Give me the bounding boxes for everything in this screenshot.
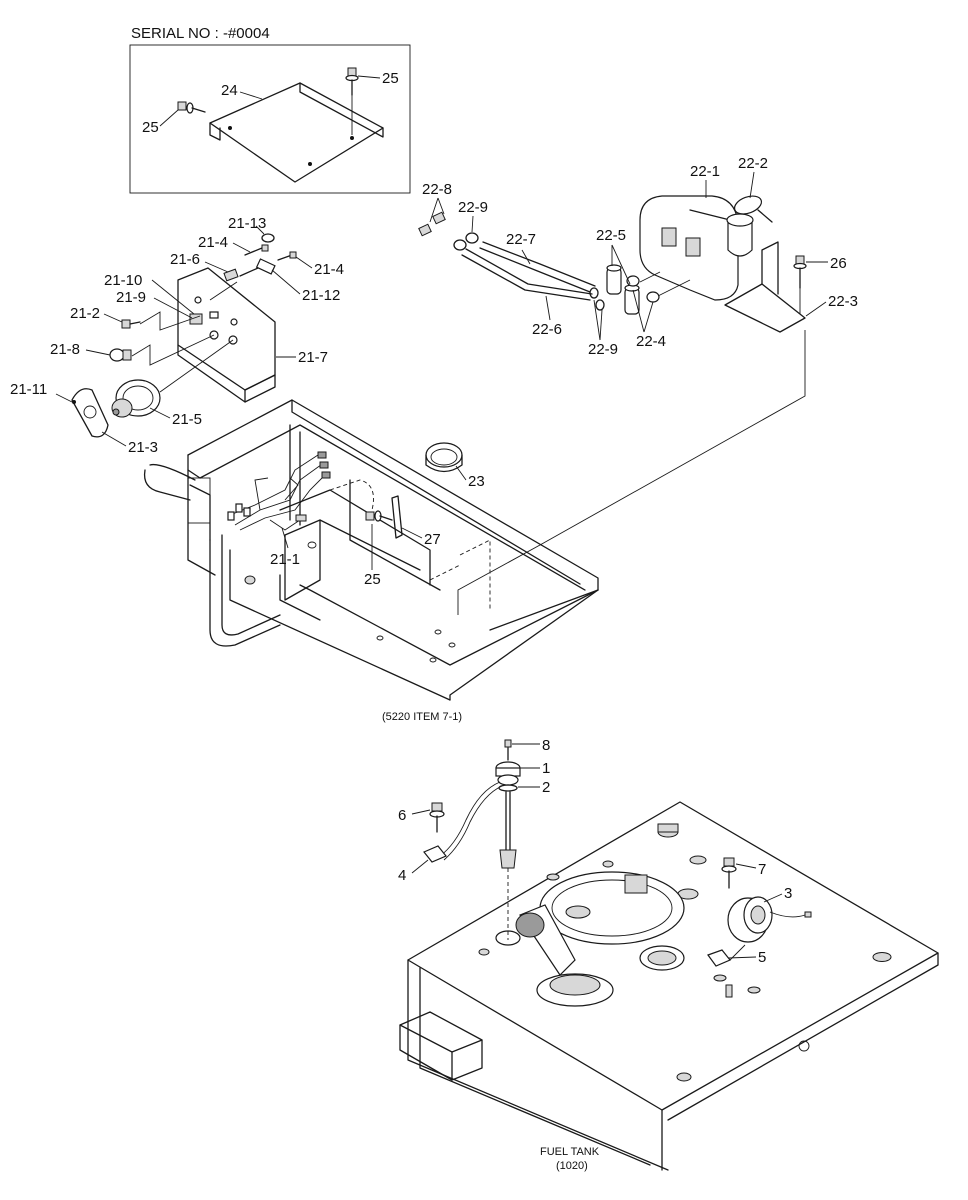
label-25-side: 25 [142, 119, 159, 136]
label-22-6: 22-6 [532, 321, 562, 338]
label-22-4: 22-4 [636, 333, 666, 350]
label-21-11: 21-11 [10, 381, 47, 398]
label-4: 4 [398, 867, 406, 884]
label-21-9: 21-9 [116, 289, 146, 306]
label-26: 26 [830, 255, 847, 272]
label-22-3: 22-3 [828, 293, 858, 310]
label-8: 8 [542, 737, 550, 754]
main-frame [143, 399, 599, 701]
label-25-top: 25 [382, 70, 399, 87]
label-22-5: 22-5 [596, 227, 626, 244]
label-1: 1 [542, 760, 550, 777]
label-22-9-top: 22-9 [458, 199, 488, 216]
bolt-25-top [345, 67, 359, 135]
label-22-9-bottom: 22-9 [588, 341, 618, 358]
label-21-7: 21-7 [298, 349, 328, 366]
label-21-3: 21-3 [128, 439, 158, 456]
label-21-10: 21-10 [104, 272, 142, 289]
label-21-4-left: 21-4 [198, 234, 228, 251]
label-6: 6 [398, 807, 406, 824]
label-25-frame: 25 [364, 571, 381, 588]
tank-name-caption: FUEL TANK [540, 1146, 600, 1158]
cover-plate-24 [209, 82, 384, 183]
label-21-4-right: 21-4 [314, 261, 344, 278]
label-23: 23 [468, 473, 485, 490]
label-21-5: 21-5 [172, 411, 202, 428]
fuel-tank [399, 739, 939, 1171]
filter-assembly-22 [418, 195, 807, 615]
label-22-2: 22-2 [738, 155, 768, 172]
label-5: 5 [758, 949, 766, 966]
label-21-2: 21-2 [70, 305, 100, 322]
label-3: 3 [784, 885, 792, 902]
label-21-1: 21-1 [270, 551, 300, 568]
label-21-8: 21-8 [50, 341, 80, 358]
bolt-25-side [177, 101, 206, 114]
label-24: 24 [221, 82, 238, 99]
bracket-assembly-21 [71, 233, 297, 438]
frame-reference: (5220 ITEM 7-1) [382, 711, 462, 723]
serial-inset: SERIAL NO : -#0004 24 25 25 [129, 25, 411, 194]
label-21-13: 21-13 [228, 215, 266, 232]
label-21-6: 21-6 [170, 251, 200, 268]
label-2: 2 [542, 779, 550, 796]
label-27: 27 [424, 531, 441, 548]
label-22-7: 22-7 [506, 231, 536, 248]
serial-title: SERIAL NO : -#0004 [131, 25, 270, 42]
label-7: 7 [758, 861, 766, 878]
label-22-1: 22-1 [690, 163, 720, 180]
label-21-12: 21-12 [302, 287, 340, 304]
tank-reference-caption: (1020) [556, 1160, 588, 1172]
label-22-8: 22-8 [422, 181, 452, 198]
serial-box-frame [129, 44, 411, 194]
